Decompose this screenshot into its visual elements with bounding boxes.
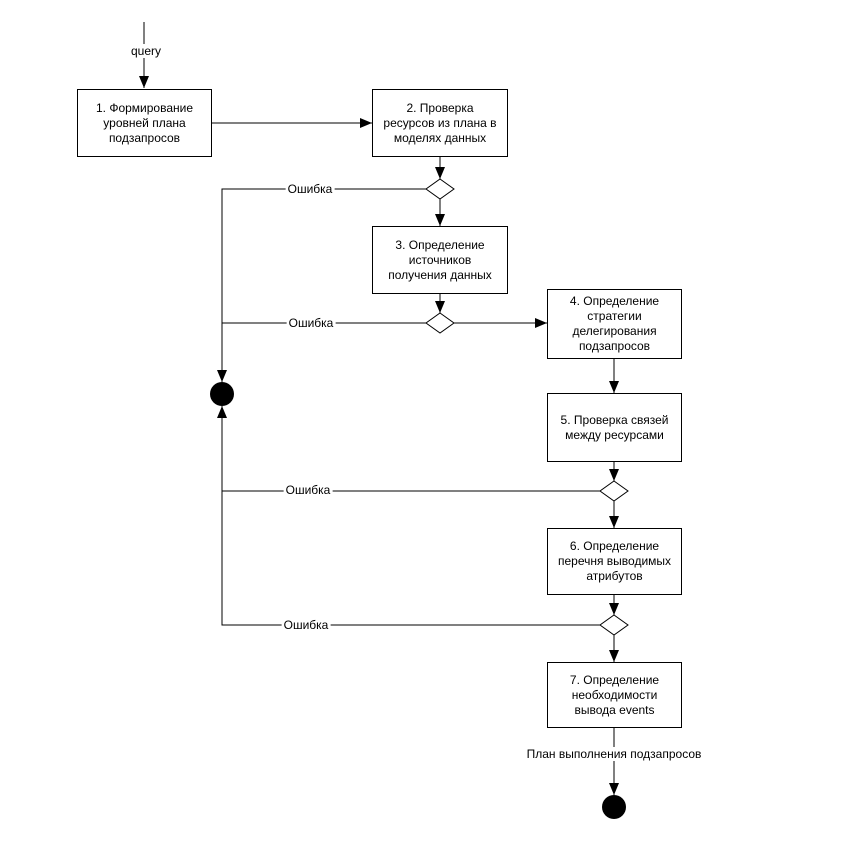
edge-label-error-3: Ошибка: [283, 483, 333, 497]
edge-label-final-plan: План выполнения подзапросов: [524, 747, 704, 761]
decision-diamond-4: [599, 614, 629, 636]
edge-label-error-2: Ошибка: [286, 316, 336, 330]
decision-diamond-3: [599, 480, 629, 502]
edge-label-error-4: Ошибка: [281, 618, 331, 632]
step-node-1: 1. Формирование уровней плана подзапросо…: [77, 89, 212, 157]
step-node-4: 4. Определение стратегии делегирования п…: [547, 289, 682, 359]
step-node-7: 7. Определение необходимости вывода even…: [547, 662, 682, 728]
edge-decision4-error: [217, 406, 600, 626]
final-end-node: [602, 795, 626, 819]
step-node-5: 5. Проверка связей между ресурсами: [547, 393, 682, 462]
error-end-node: [210, 382, 234, 406]
edge-label-query: query: [128, 44, 164, 58]
step-node-3: 3. Определение источников получения данн…: [372, 226, 508, 294]
edge-decision1-error: [217, 188, 426, 382]
decision-diamond-2: [425, 312, 455, 334]
step-node-6: 6. Определение перечня выводимых атрибут…: [547, 528, 682, 595]
decision-diamond-1: [425, 178, 455, 200]
edge-label-error-1: Ошибка: [285, 182, 335, 196]
step-node-2: 2. Проверка ресурсов из плана в моделях …: [372, 89, 508, 157]
